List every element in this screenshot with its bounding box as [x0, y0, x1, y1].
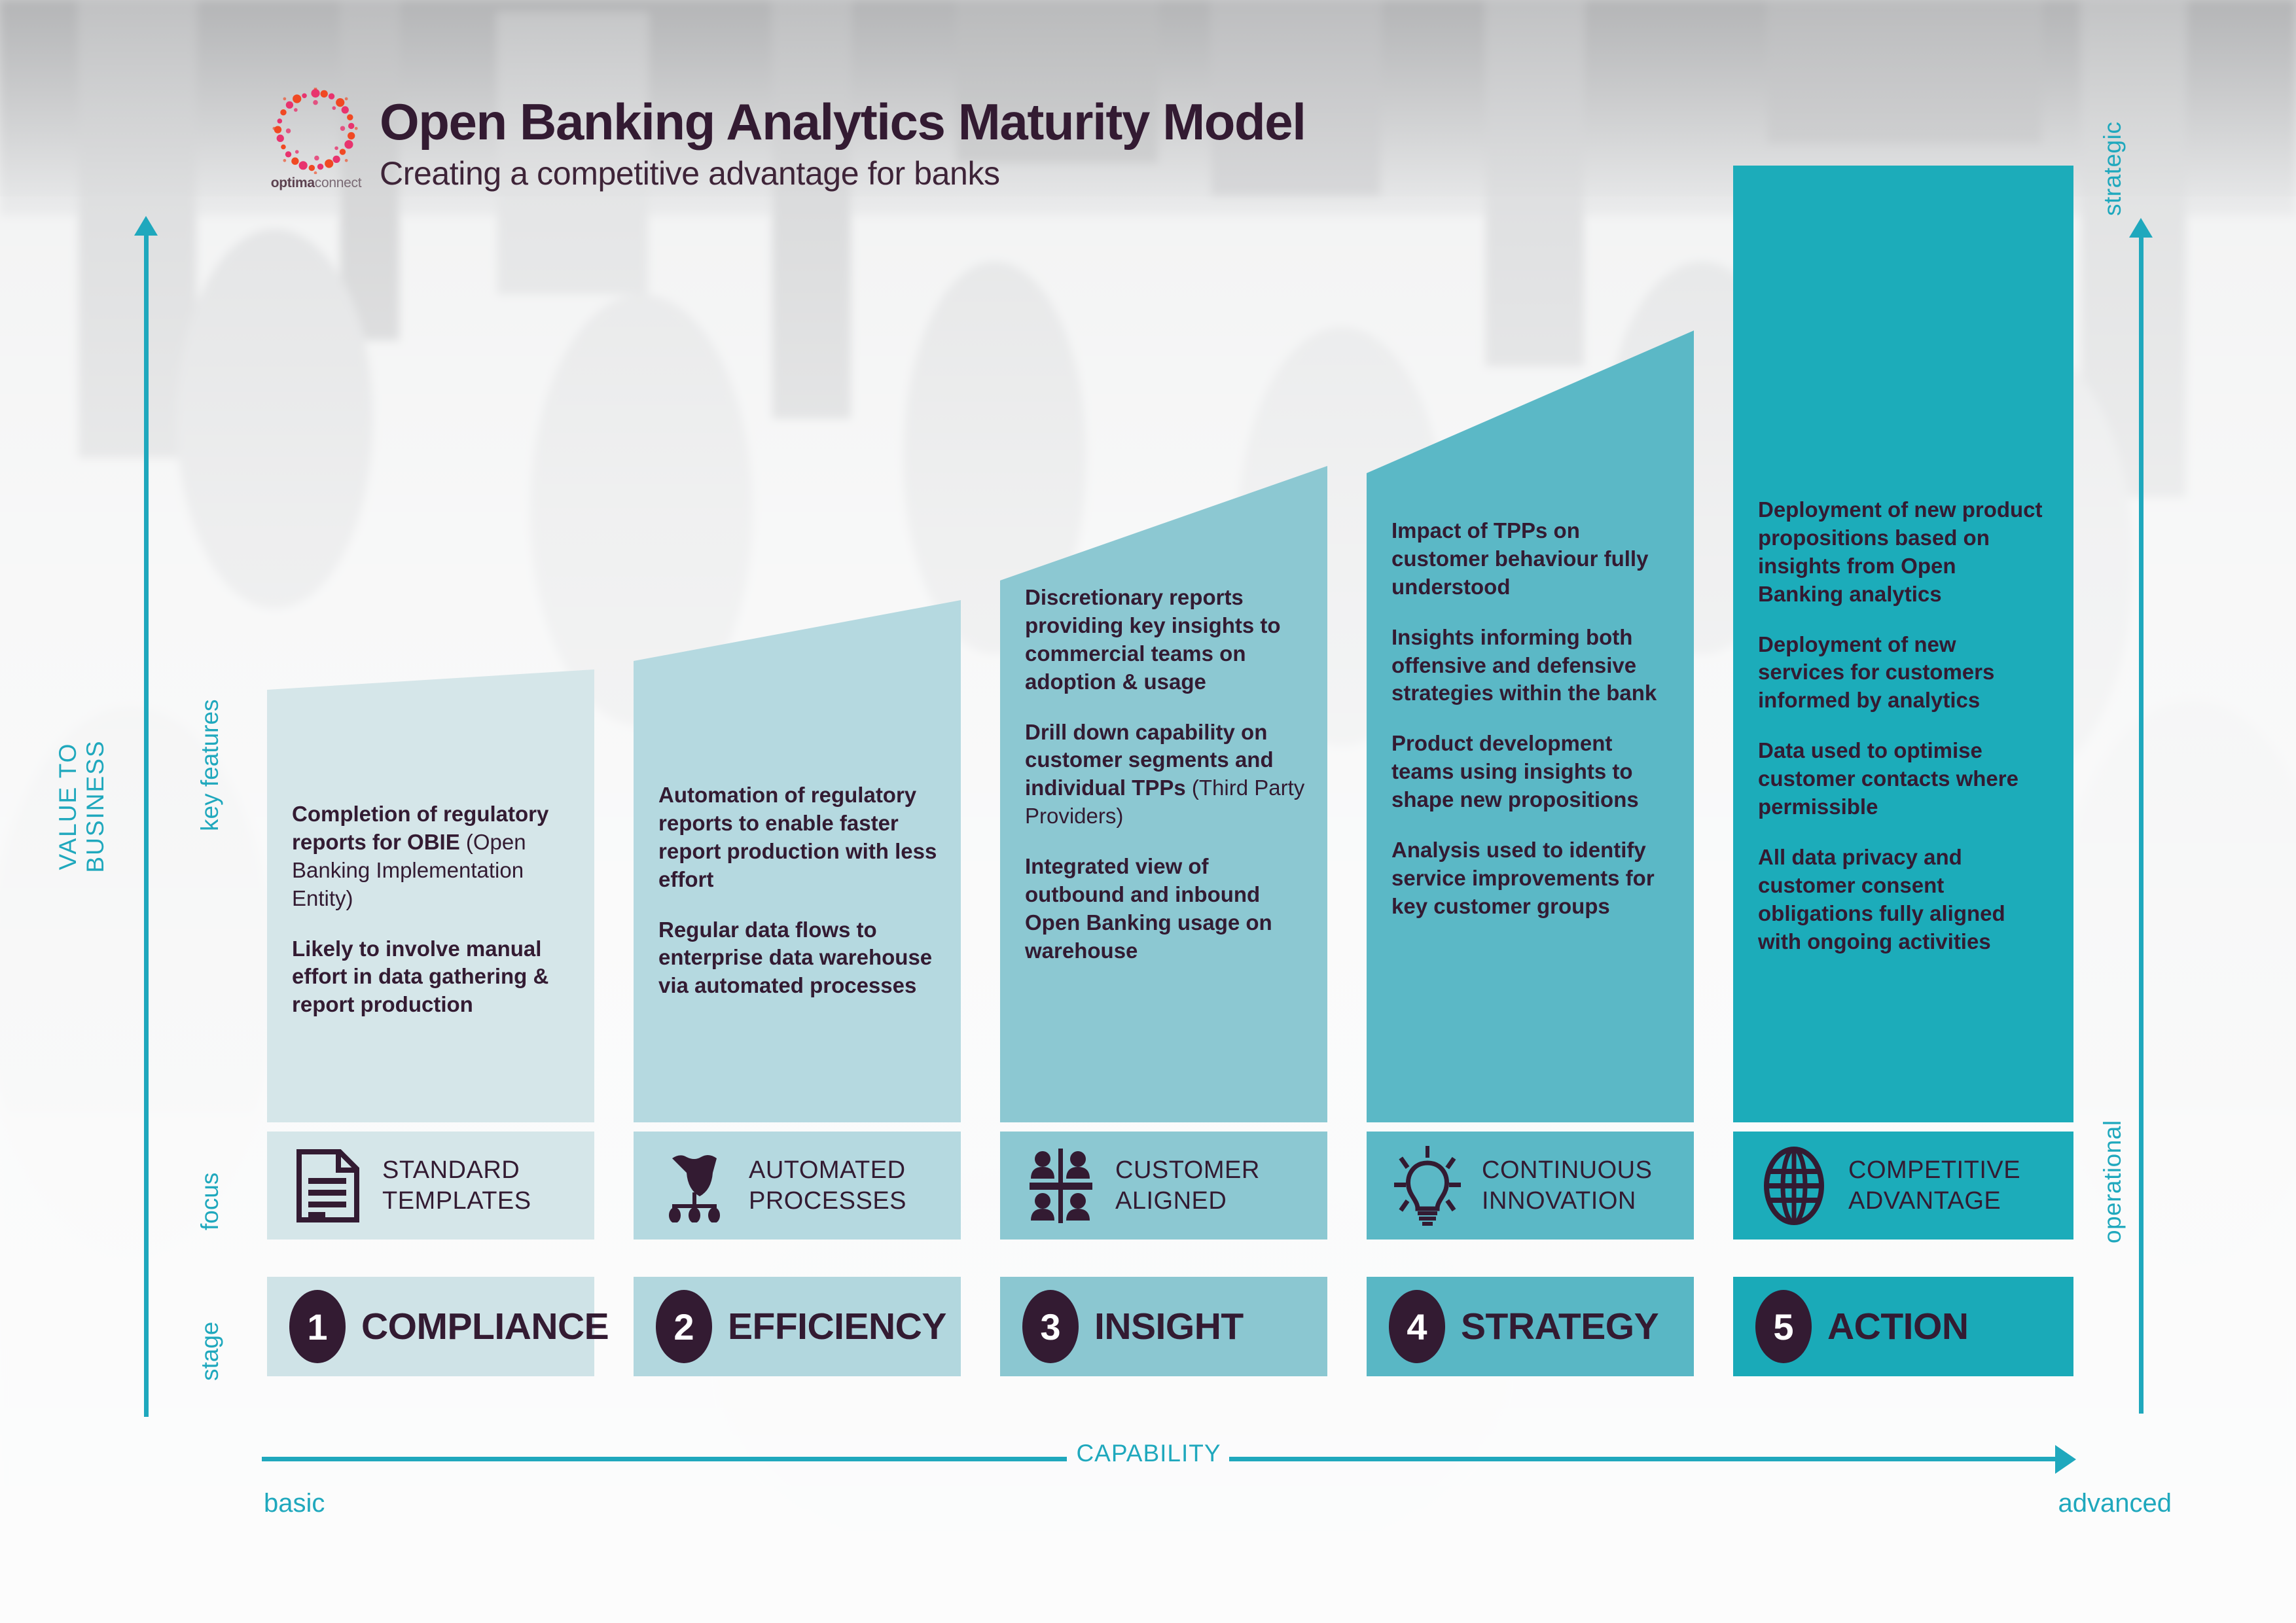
kf-3-0-bold: Discretionary reports providing key insi…: [1025, 585, 1281, 694]
focus-cell-1: STANDARD TEMPLATES: [267, 1132, 594, 1240]
focus-label-4-line2: INNOVATION: [1482, 1186, 1636, 1215]
kf-3-2-bold: Integrated view of outbound and inbound …: [1025, 854, 1272, 963]
key-features-text-5: Deployment of new product propositions b…: [1758, 496, 2043, 955]
key-features-block-1: Completion of regulatory reports for OBI…: [267, 669, 594, 1122]
kf-3-1-bold: Drill down capability on customer segmen…: [1025, 719, 1274, 800]
stage-number-5: 5: [1755, 1290, 1812, 1363]
kf-3-1-thin: (Third Party Providers): [1025, 776, 1305, 829]
kf-5-3-bold: All data privacy and customer consent ob…: [1758, 844, 2005, 954]
document-icon: [289, 1147, 367, 1224]
focus-label-4-line1: CONTINUOUS: [1482, 1156, 1653, 1185]
value-axis-arrow-icon: [134, 216, 158, 236]
kf-1-1-bold: Likely to involve manual effort in data …: [292, 936, 549, 1017]
kf-4-3-bold: Analysis used to identify service improv…: [1391, 838, 1655, 918]
key-features-block-5: Deployment of new product propositions b…: [1733, 166, 2073, 1122]
logo-wordmark-bold: optima: [270, 175, 315, 190]
focus-label-4: CONTINUOUS INNOVATION: [1482, 1155, 1652, 1216]
kf-5-2-bold: Data used to optimise customer contacts …: [1758, 738, 2018, 819]
focus-label-3-line1: CUSTOMER: [1115, 1156, 1260, 1185]
stage-label-1: COMPLIANCE: [361, 1306, 609, 1347]
people-icon: [1022, 1147, 1100, 1224]
lightbulb-icon: [1389, 1145, 1466, 1226]
stage-number-4: 4: [1389, 1290, 1445, 1363]
key-features-block-3: Discretionary reports providing key insi…: [1000, 466, 1327, 1122]
focus-label-5-line2: ADVANTAGE: [1848, 1186, 2001, 1215]
stage-cell-5: 5 ACTION: [1733, 1277, 2073, 1376]
stage-label-5: ACTION: [1827, 1306, 1969, 1347]
focus-label-2-line2: PROCESSES: [749, 1186, 907, 1215]
focus-cell-4: CONTINUOUS INNOVATION: [1367, 1132, 1694, 1240]
header: optimaconnect Open Banking Analytics Mat…: [267, 85, 1306, 193]
focus-label-1: STANDARD TEMPLATES: [382, 1155, 531, 1216]
capability-max-label: advanced: [2058, 1489, 2172, 1518]
stage-cell-4: 4 STRATEGY: [1367, 1277, 1694, 1376]
kf-4-0-bold: Impact of TPPs on customer behaviour ful…: [1391, 518, 1649, 599]
maturity-axis-line: [2139, 236, 2144, 1414]
focus-label-3-line2: ALIGNED: [1115, 1186, 1227, 1215]
key-features-text-4: Impact of TPPs on customer behaviour ful…: [1391, 517, 1677, 921]
kf-2-1-bold: Regular data flows to enterprise data wa…: [658, 917, 933, 998]
kf-1-0-thin: (Open Banking Implementation Entity): [292, 829, 526, 910]
key-features-shape-2: [634, 600, 961, 1122]
focus-label-5-line1: COMPETITIVE: [1848, 1156, 2021, 1185]
focus-label-1-line2: TEMPLATES: [382, 1186, 531, 1215]
stage-number-3: 3: [1022, 1290, 1079, 1363]
capability-axis-label: CAPABILITY: [1076, 1440, 1221, 1467]
key-features-block-2: Automation of regulatory reports to enab…: [634, 600, 961, 1122]
focus-cell-3: CUSTOMER ALIGNED: [1000, 1132, 1327, 1240]
gear-process-icon: [656, 1147, 733, 1224]
stage-label-2: EFFICIENCY: [728, 1306, 946, 1347]
stage-cell-3: 3 INSIGHT: [1000, 1277, 1327, 1376]
capability-axis-line-left: [262, 1457, 1067, 1461]
key-features-shape-1: [267, 669, 594, 1122]
stage-number-1: 1: [289, 1290, 346, 1363]
stage-cell-1: 1 COMPLIANCE: [267, 1277, 609, 1376]
focus-label-2: AUTOMATED PROCESSES: [749, 1155, 906, 1216]
page-title: Open Banking Analytics Maturity Model: [380, 93, 1306, 151]
logo-wordmark-light: connect: [314, 175, 362, 190]
value-axis-line: [144, 232, 149, 1417]
dot-ring-logo-icon: [272, 88, 358, 174]
stage-label-3: INSIGHT: [1094, 1306, 1244, 1347]
stage-cell-2: 2 EFFICIENCY: [634, 1277, 961, 1376]
focus-cell-5: COMPETITIVE ADVANTAGE: [1733, 1132, 2073, 1240]
key-features-shape-5: [1733, 166, 2073, 1122]
page-subtitle: Creating a competitive advantage for ban…: [380, 155, 1000, 192]
kf-5-0-bold: Deployment of new product propositions b…: [1758, 497, 2043, 606]
globe-icon: [1755, 1146, 1833, 1225]
capability-axis-arrow-icon: [2055, 1445, 2076, 1474]
maturity-axis-arrow-icon: [2129, 218, 2153, 238]
stage-number-2: 2: [656, 1290, 712, 1363]
kf-2-0-bold: Automation of regulatory reports to enab…: [658, 783, 937, 891]
key-features-text-1: Completion of regulatory reports for OBI…: [292, 800, 577, 1019]
capability-min-label: basic: [264, 1489, 325, 1518]
kf-4-2-bold: Product development teams using insights…: [1391, 731, 1639, 812]
focus-label-2-line1: AUTOMATED: [749, 1156, 906, 1185]
focus-cell-2: AUTOMATED PROCESSES: [634, 1132, 961, 1240]
key-features-block-4: Impact of TPPs on customer behaviour ful…: [1367, 330, 1694, 1122]
key-features-shape-3: [1000, 466, 1327, 1122]
capability-axis-line-right: [1229, 1457, 2060, 1461]
key-features-text-3: Discretionary reports providing key insi…: [1025, 584, 1310, 965]
kf-4-1-bold: Insights informing both offensive and de…: [1391, 624, 1657, 705]
optimaconnect-logo: optimaconnect: [267, 85, 365, 193]
key-features-text-2: Automation of regulatory reports to enab…: [658, 781, 944, 1000]
focus-label-5: COMPETITIVE ADVANTAGE: [1848, 1155, 2020, 1216]
key-features-shape-4: [1367, 330, 1694, 1122]
focus-label-1-line1: STANDARD: [382, 1156, 520, 1185]
kf-5-1-bold: Deployment of new services for customers…: [1758, 632, 1995, 713]
stage-label-4: STRATEGY: [1461, 1306, 1659, 1347]
kf-1-0-bold: Completion of regulatory reports for OBI…: [292, 802, 549, 854]
focus-label-3: CUSTOMER ALIGNED: [1115, 1155, 1260, 1216]
logo-wordmark: optimaconnect: [267, 175, 365, 191]
